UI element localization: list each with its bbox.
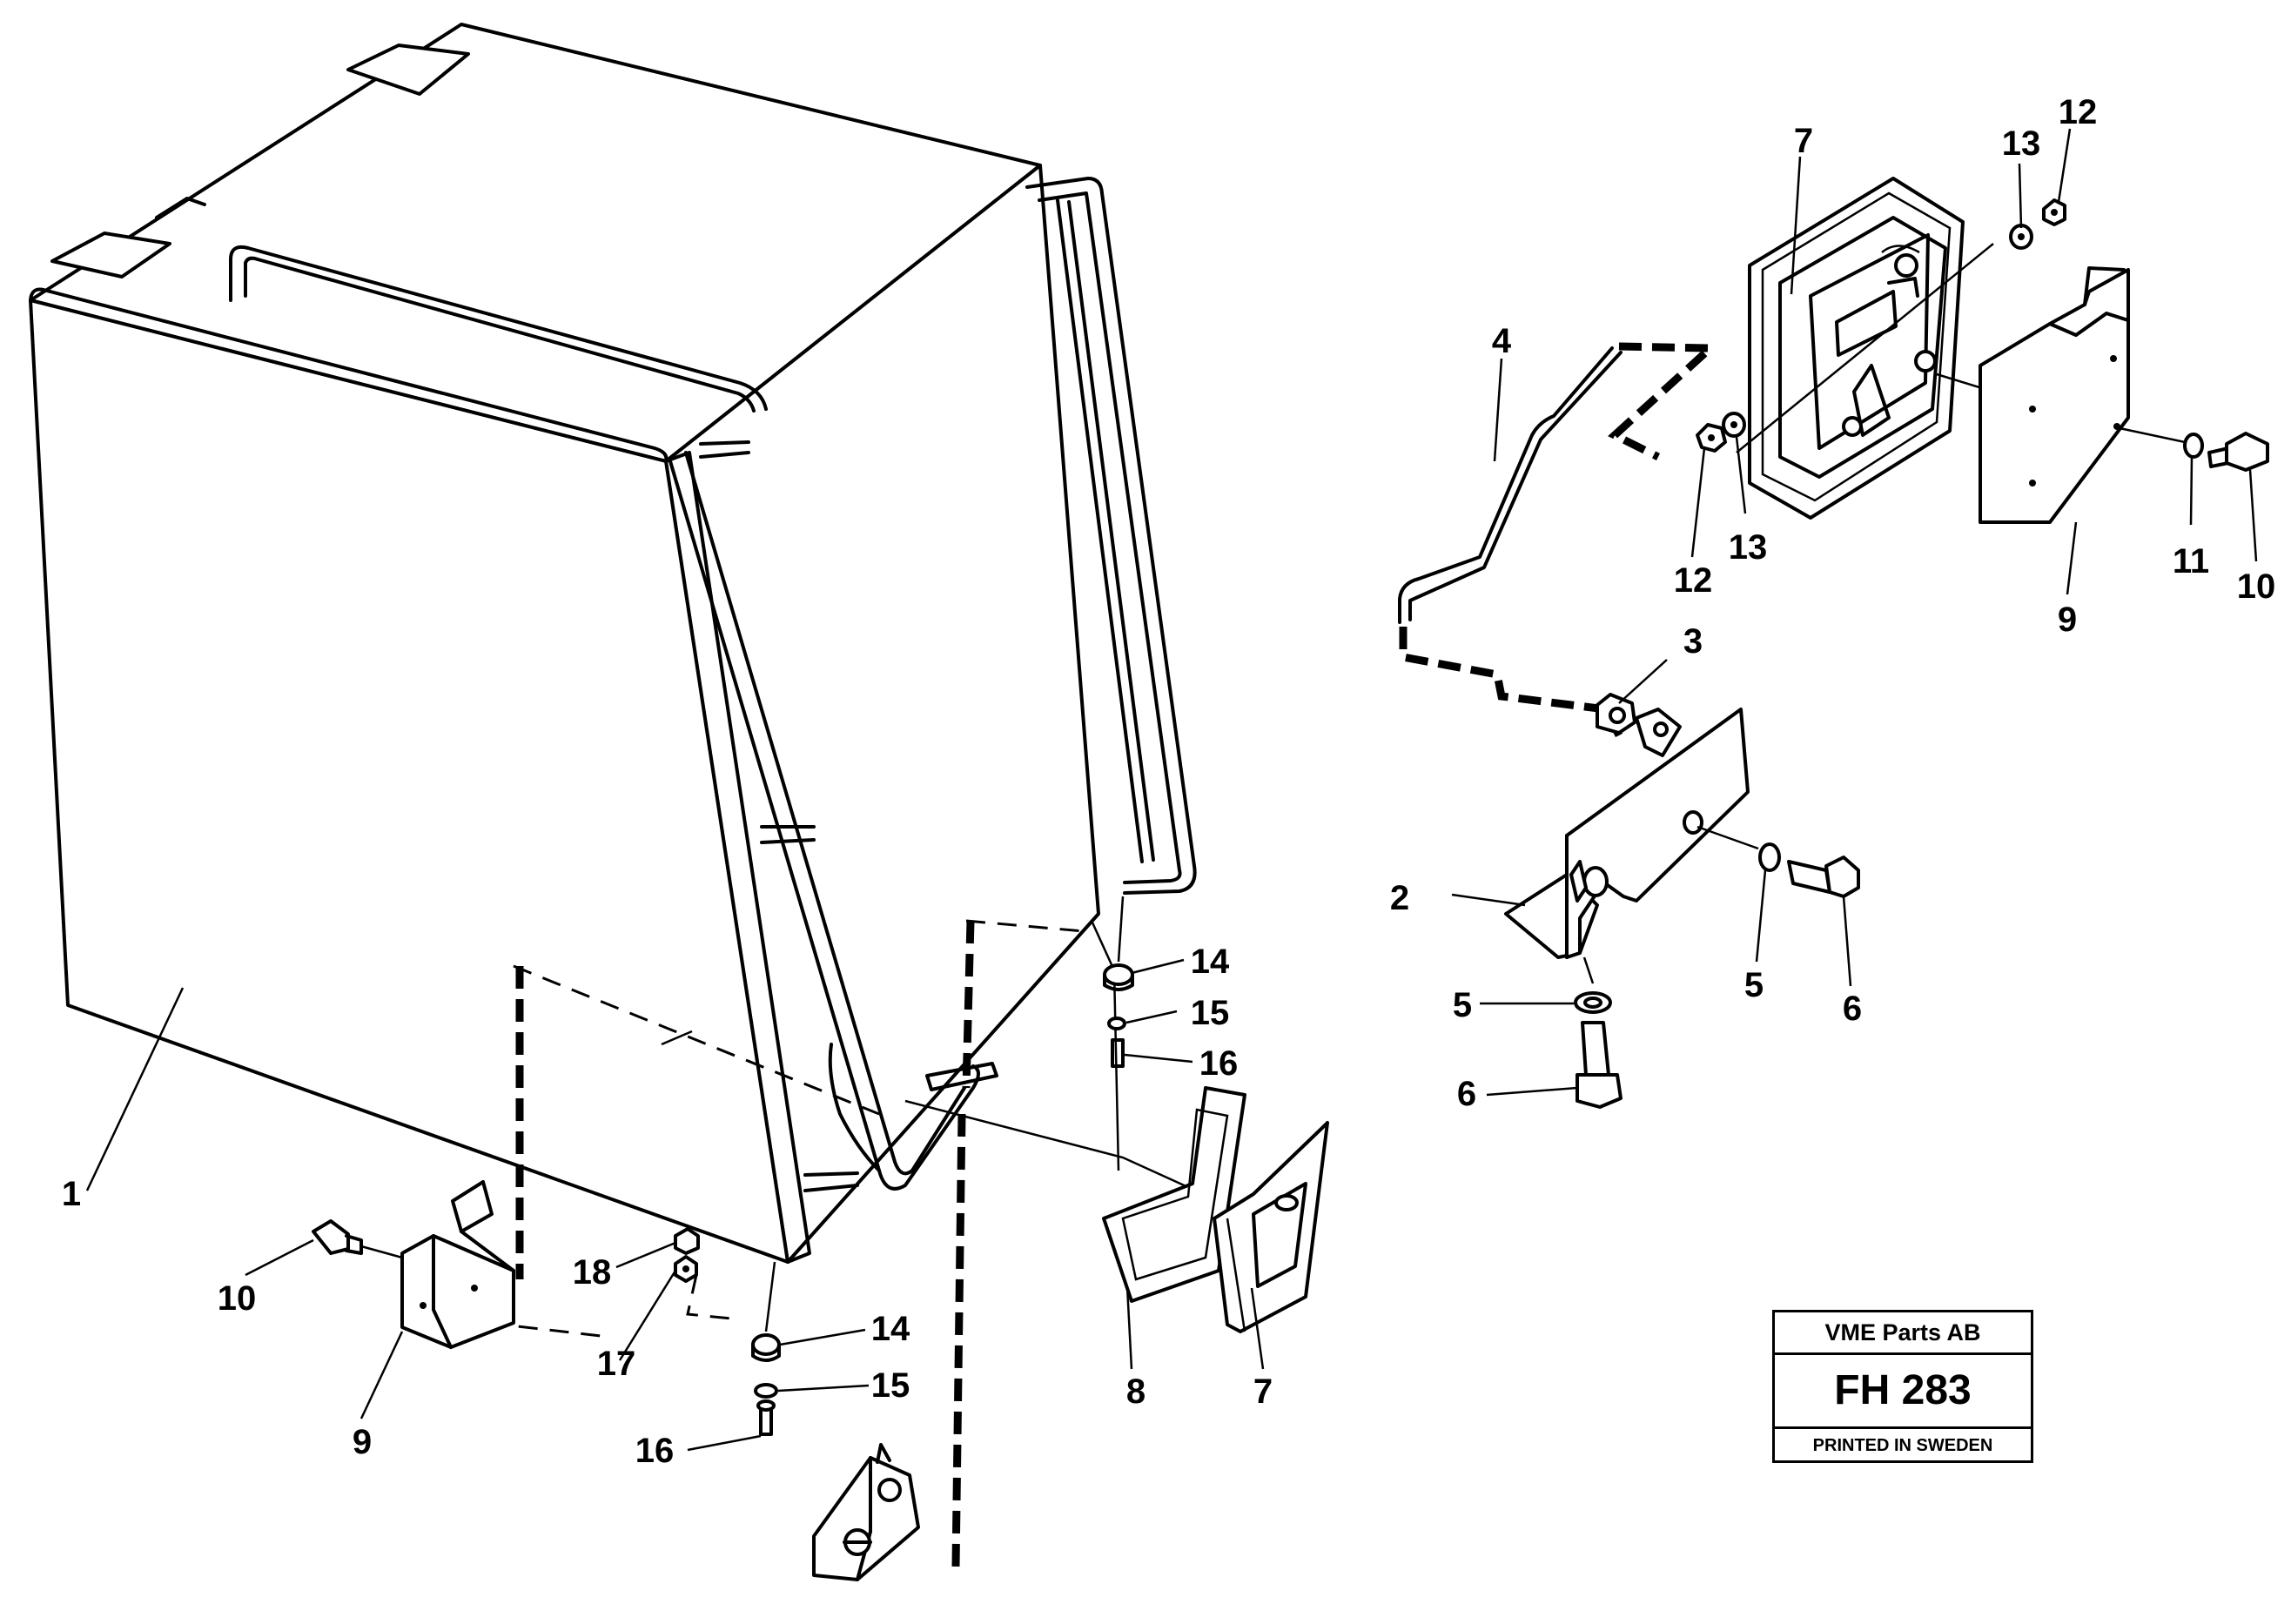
hinge-top-rear <box>346 44 470 96</box>
stamp-code: FH 283 <box>1775 1355 2031 1429</box>
label-12-upper: 12 <box>2059 93 2098 131</box>
label-7-upper: 7 <box>1794 122 1813 160</box>
label-16-upper: 16 <box>1199 1044 1239 1083</box>
stack-mid <box>1103 896 1134 1068</box>
leader-lines <box>85 128 2258 1452</box>
stamp-printed: PRINTED IN SWEDEN <box>1812 1436 1993 1455</box>
label-17: 17 <box>597 1345 636 1383</box>
latch-plate-2 <box>1504 708 1750 959</box>
label-8: 8 <box>1126 1372 1146 1411</box>
stack-bottom <box>751 1261 781 1436</box>
front-handle <box>668 451 998 1191</box>
rod-4 <box>1398 342 1721 738</box>
gasket-8 <box>1102 1086 1246 1303</box>
label-2: 2 <box>1390 879 1409 917</box>
latch-3 <box>1596 693 1682 757</box>
label-7-lower: 7 <box>1253 1372 1273 1411</box>
label-9-right: 9 <box>2058 601 2077 639</box>
label-1: 1 <box>62 1175 81 1213</box>
label-14-upper: 14 <box>1191 943 1230 981</box>
latch-lower <box>812 1443 920 1581</box>
washer-5-right <box>1758 842 1781 872</box>
bolt-line-down <box>1582 956 1595 984</box>
washer-11 <box>2183 433 2204 459</box>
nut-12-upper <box>2042 198 2066 226</box>
label-15-upper: 15 <box>1191 994 1230 1032</box>
shaft-line <box>1736 243 1994 453</box>
guide-line-f <box>962 920 975 1089</box>
bracket-right <box>1979 266 2130 524</box>
washer-13-lower <box>1722 412 1746 438</box>
guide-line-a <box>513 964 880 1116</box>
bolt-line-latch <box>1696 825 1759 850</box>
label-6-lower: 6 <box>1457 1075 1476 1113</box>
label-10-left: 10 <box>218 1279 257 1318</box>
guide-line-i <box>1091 922 1120 1171</box>
label-4: 4 <box>1492 322 1512 360</box>
label-13-upper: 13 <box>2002 124 2041 163</box>
title-stamp: VME Parts AB FH 283 PRINTED IN SWEDEN <box>1772 1310 2033 1463</box>
label-6-right: 6 <box>1843 990 1862 1028</box>
label-13-lower: 13 <box>1729 528 1768 567</box>
handle-plate-lower <box>1213 1121 1329 1333</box>
part-18-cap <box>674 1227 700 1255</box>
guide-line-d <box>686 1274 732 1320</box>
bolt-6-lower <box>1575 1021 1623 1109</box>
guide-line-b <box>965 919 1085 933</box>
label-18: 18 <box>573 1253 612 1292</box>
nut-12-lower <box>1696 423 1727 453</box>
label-5-right: 5 <box>1744 966 1764 1004</box>
bolt-line-right <box>2119 426 2186 444</box>
box-housing <box>29 23 1100 1264</box>
top-handle <box>229 245 768 413</box>
guide-line-g <box>951 1113 966 1567</box>
stamp-company: VME Parts AB <box>1775 1312 2031 1355</box>
label-3: 3 <box>1683 622 1703 661</box>
callout-labels: 1 2 3 4 5 5 6 6 7 7 8 9 9 10 10 11 12 12… <box>62 93 2275 1470</box>
label-10-right: 10 <box>2237 567 2276 606</box>
part-17-nut <box>674 1255 698 1283</box>
bracket-left <box>400 1180 515 1349</box>
bolt-6-right <box>1787 856 1860 898</box>
bolt-left <box>312 1219 403 1259</box>
label-14-lower: 14 <box>871 1310 910 1348</box>
housing-upper <box>1748 177 1965 520</box>
label-15-lower: 15 <box>871 1366 910 1405</box>
label-11: 11 <box>2173 542 2209 580</box>
label-16-lower: 16 <box>635 1432 675 1470</box>
washer-5-lower <box>1574 991 1612 1014</box>
hinge-top-front <box>50 232 171 278</box>
washer-13-upper <box>2009 224 2033 250</box>
side-rail-handle <box>1025 177 1197 895</box>
label-9-left: 9 <box>353 1423 372 1461</box>
bolt-10-right <box>2207 432 2269 472</box>
label-12-lower: 12 <box>1674 561 1713 600</box>
label-5-left: 5 <box>1453 986 1472 1024</box>
